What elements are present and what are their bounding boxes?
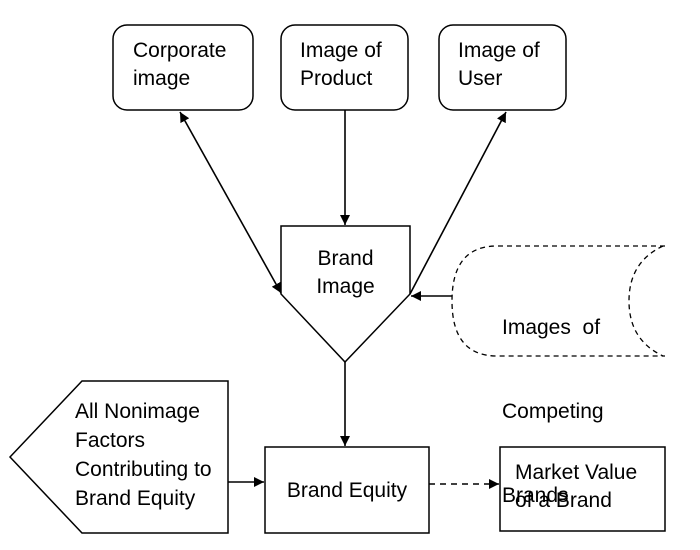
image-of-product-line-2: Product [300, 67, 373, 90]
corporate-image-line-1: Corporate [133, 39, 227, 62]
brand-image-label: Brand Image [281, 245, 410, 301]
brand-image-node [280, 225, 411, 364]
corporate-image-node [112, 24, 254, 111]
corporate-image-line-2: image [133, 67, 191, 90]
image-of-product-line-1: Image of [300, 39, 382, 62]
image-of-user-node [438, 24, 567, 111]
image-of-user-line-2: User [458, 67, 503, 90]
nonimage-factors-line-1: All Nonimage [75, 400, 200, 423]
market-value-label: Market Value of a Brand [515, 459, 637, 515]
nonimage-factors-line-3: Contributing to [75, 458, 212, 481]
nonimage-factors-label: All Nonimage Factors Contributing to Bra… [75, 397, 212, 513]
market-value-line-1: Market Value [515, 461, 638, 484]
image-of-product-label: Image of Product [300, 37, 382, 93]
competing-brands-line-1: Images of [502, 316, 601, 339]
edge-brand-image-user [409, 111, 507, 295]
market-value-line-2: of a Brand [515, 489, 612, 512]
brand-equity-line-1: Brand Equity [286, 479, 408, 502]
brand-equity-node [264, 446, 430, 534]
competing-brands-inner-arc [628, 245, 664, 357]
nonimage-factors-line-2: Factors [75, 429, 146, 452]
market-value-node [499, 446, 666, 532]
competing-brands-line-3: Brands [502, 484, 569, 507]
image-of-user-label: Image of User [458, 37, 540, 93]
image-of-user-line-1: Image of [458, 39, 540, 62]
competing-brands-line-2: Competing [502, 400, 604, 423]
brand-image-line-2: Image [316, 275, 375, 298]
nonimage-factors-line-4: Brand Equity [75, 487, 196, 510]
edge-corporate-brand-image [179, 111, 282, 294]
competing-brands-label: Images of Competing Brands [502, 258, 604, 538]
brand-equity-label: Brand Equity [265, 477, 429, 505]
corporate-image-label: Corporate image [133, 37, 226, 93]
nonimage-factors-node [8, 380, 229, 534]
brand-image-line-1: Brand [317, 247, 374, 270]
